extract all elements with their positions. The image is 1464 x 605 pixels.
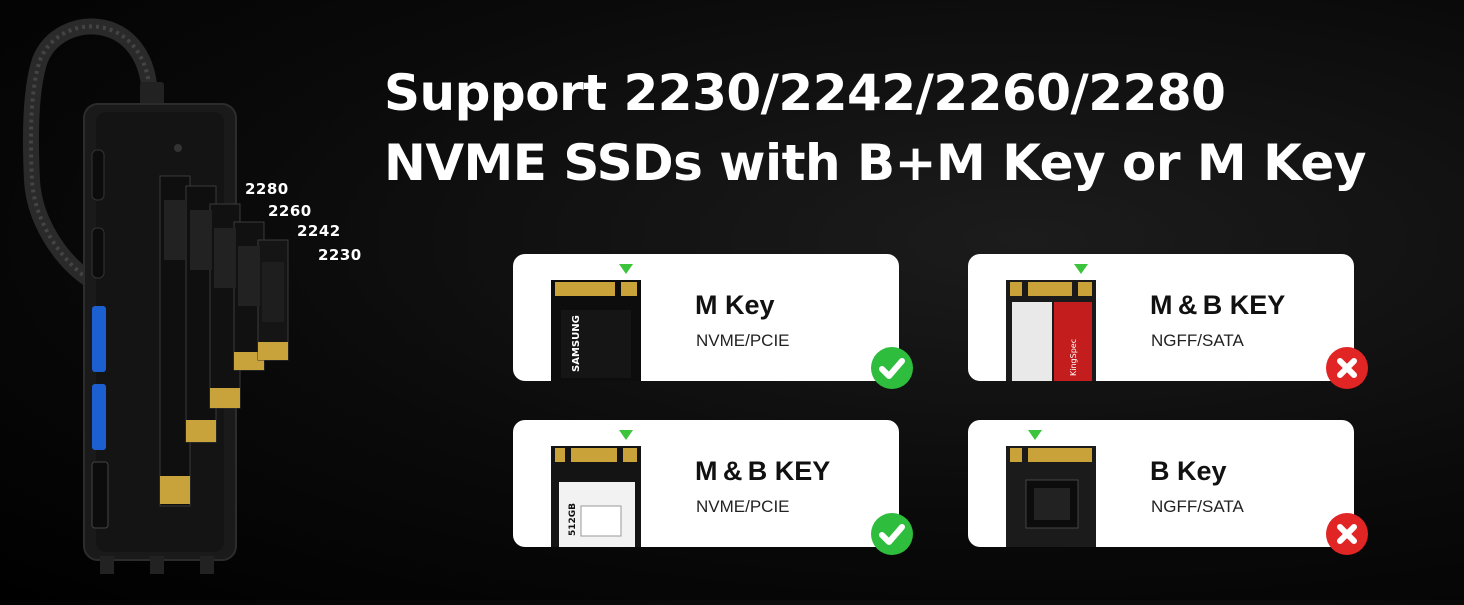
svg-text:512GB: 512GB	[568, 503, 578, 536]
card-subtitle: NGFF/SATA	[1151, 331, 1244, 350]
size-label-2230: 2230	[318, 246, 362, 264]
size-label-2260: 2260	[268, 202, 312, 220]
card-title: M & B KEY	[1150, 290, 1286, 320]
ssd-mb-key-sata-image: KingSpec	[1006, 280, 1096, 381]
size-label-2242: 2242	[297, 222, 341, 240]
card-title: B Key	[1150, 456, 1227, 486]
triangle-down-icon	[1074, 264, 1088, 274]
triangle-down-icon	[619, 430, 633, 440]
card-subtitle: NVME/PCIE	[696, 331, 790, 350]
ssd-mb-key-nvme-image: 512GB	[551, 446, 641, 547]
headline-line-1: Support 2230/2242/2260/2280	[384, 64, 1226, 122]
svg-text:SAMSUNG: SAMSUNG	[571, 315, 582, 372]
card-subtitle: NGFF/SATA	[1151, 497, 1244, 516]
triangle-down-icon	[1028, 430, 1042, 440]
ssd-b-key-image	[1006, 446, 1096, 547]
check-circle-icon	[871, 347, 913, 389]
key-card-b-key: B Key NGFF/SATA	[968, 420, 1354, 547]
check-circle-icon	[871, 513, 913, 555]
svg-text:KingSpec: KingSpec	[1069, 339, 1078, 376]
hub-device-graphic	[22, 18, 289, 574]
headline: Support 2230/2242/2260/2280 NVME SSDs wi…	[384, 58, 1366, 198]
triangle-down-icon	[619, 264, 633, 274]
enclosure-illustration: 2280 2260 2242 2230	[0, 0, 380, 600]
key-card-mb-key-sata: KingSpec M & B KEY NGFF/SATA	[968, 254, 1354, 381]
size-label-2280: 2280	[245, 180, 289, 198]
card-subtitle: NVME/PCIE	[696, 497, 790, 516]
key-card-m-key: SAMSUNG M Key NVME/PCIE	[513, 254, 899, 381]
x-circle-icon	[1326, 347, 1368, 389]
card-title: M Key	[695, 290, 775, 320]
headline-line-2: NVME SSDs with B+M Key or M Key	[384, 134, 1366, 192]
card-title: M & B KEY	[695, 456, 831, 486]
x-circle-icon	[1326, 513, 1368, 555]
key-card-mb-key-nvme: 512GB M & B KEY NVME/PCIE	[513, 420, 899, 547]
ssd-m-key-image: SAMSUNG	[551, 280, 641, 381]
